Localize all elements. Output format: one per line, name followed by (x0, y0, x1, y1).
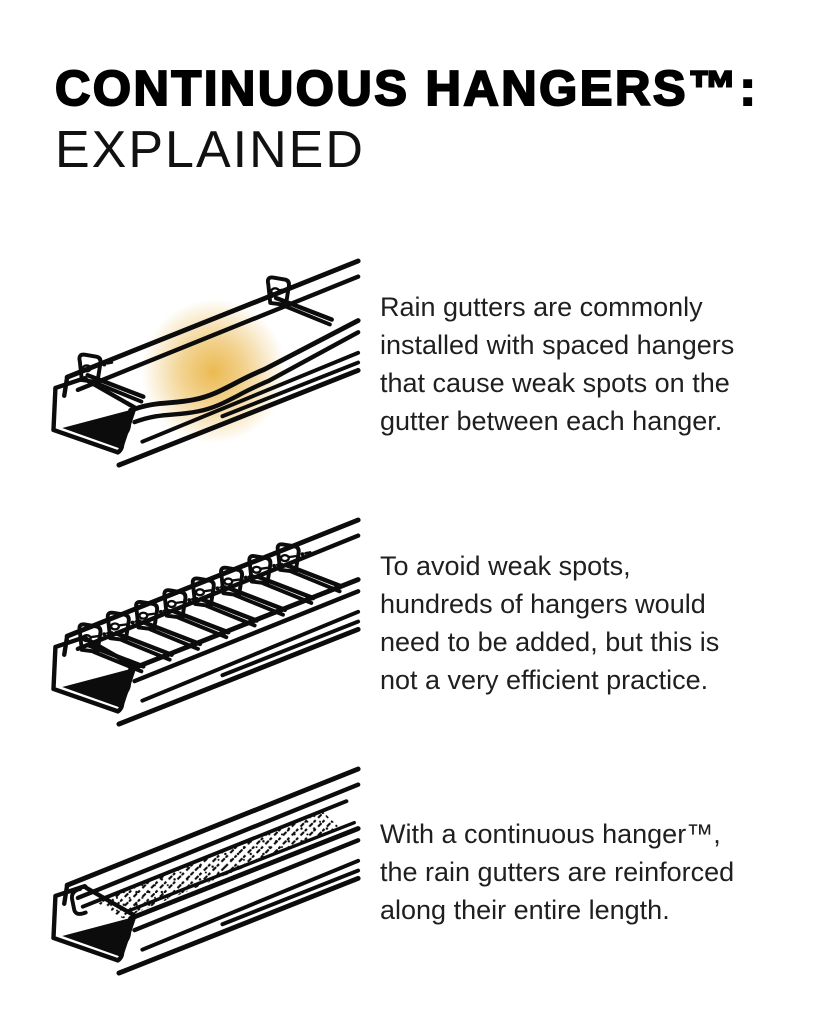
explainer-row-continuous-hanger: With a continuous hanger™, the rain gutt… (0, 761, 817, 984)
title-emphasis: CONTINUOUS HANGERS™: (54, 61, 759, 117)
explainer-row-many-hangers: To avoid weak spots, hundreds of hangers… (0, 512, 817, 735)
explainer-text: With a continuous hanger™, the rain gutt… (380, 819, 735, 926)
explainer-row-spaced-hangers: Rain gutters are commonly installed with… (0, 253, 817, 476)
illustration-continuous-hanger-gutter (32, 761, 364, 984)
gutter-end-cap (51, 883, 137, 963)
gutter-body-lines-sagging (116, 317, 361, 468)
gutter-end-cap (51, 634, 137, 714)
explainer-text: To avoid weak spots, hundreds of hangers… (380, 551, 720, 696)
illustration-many-hangers-gutter (32, 512, 364, 735)
illustration-weak-spot-gutter (32, 253, 364, 476)
title-subtitle: EXPLAINED (55, 120, 365, 179)
gutter-body-lines (116, 825, 361, 976)
page-title: CONTINUOUS HANGERS™: EXPLAINED (54, 61, 817, 181)
gutter-end-cap (51, 375, 137, 455)
page-header: CONTINUOUS HANGERS™: EXPLAINED (54, 61, 817, 181)
explainer-text: Rain gutters are commonly installed with… (380, 292, 735, 437)
